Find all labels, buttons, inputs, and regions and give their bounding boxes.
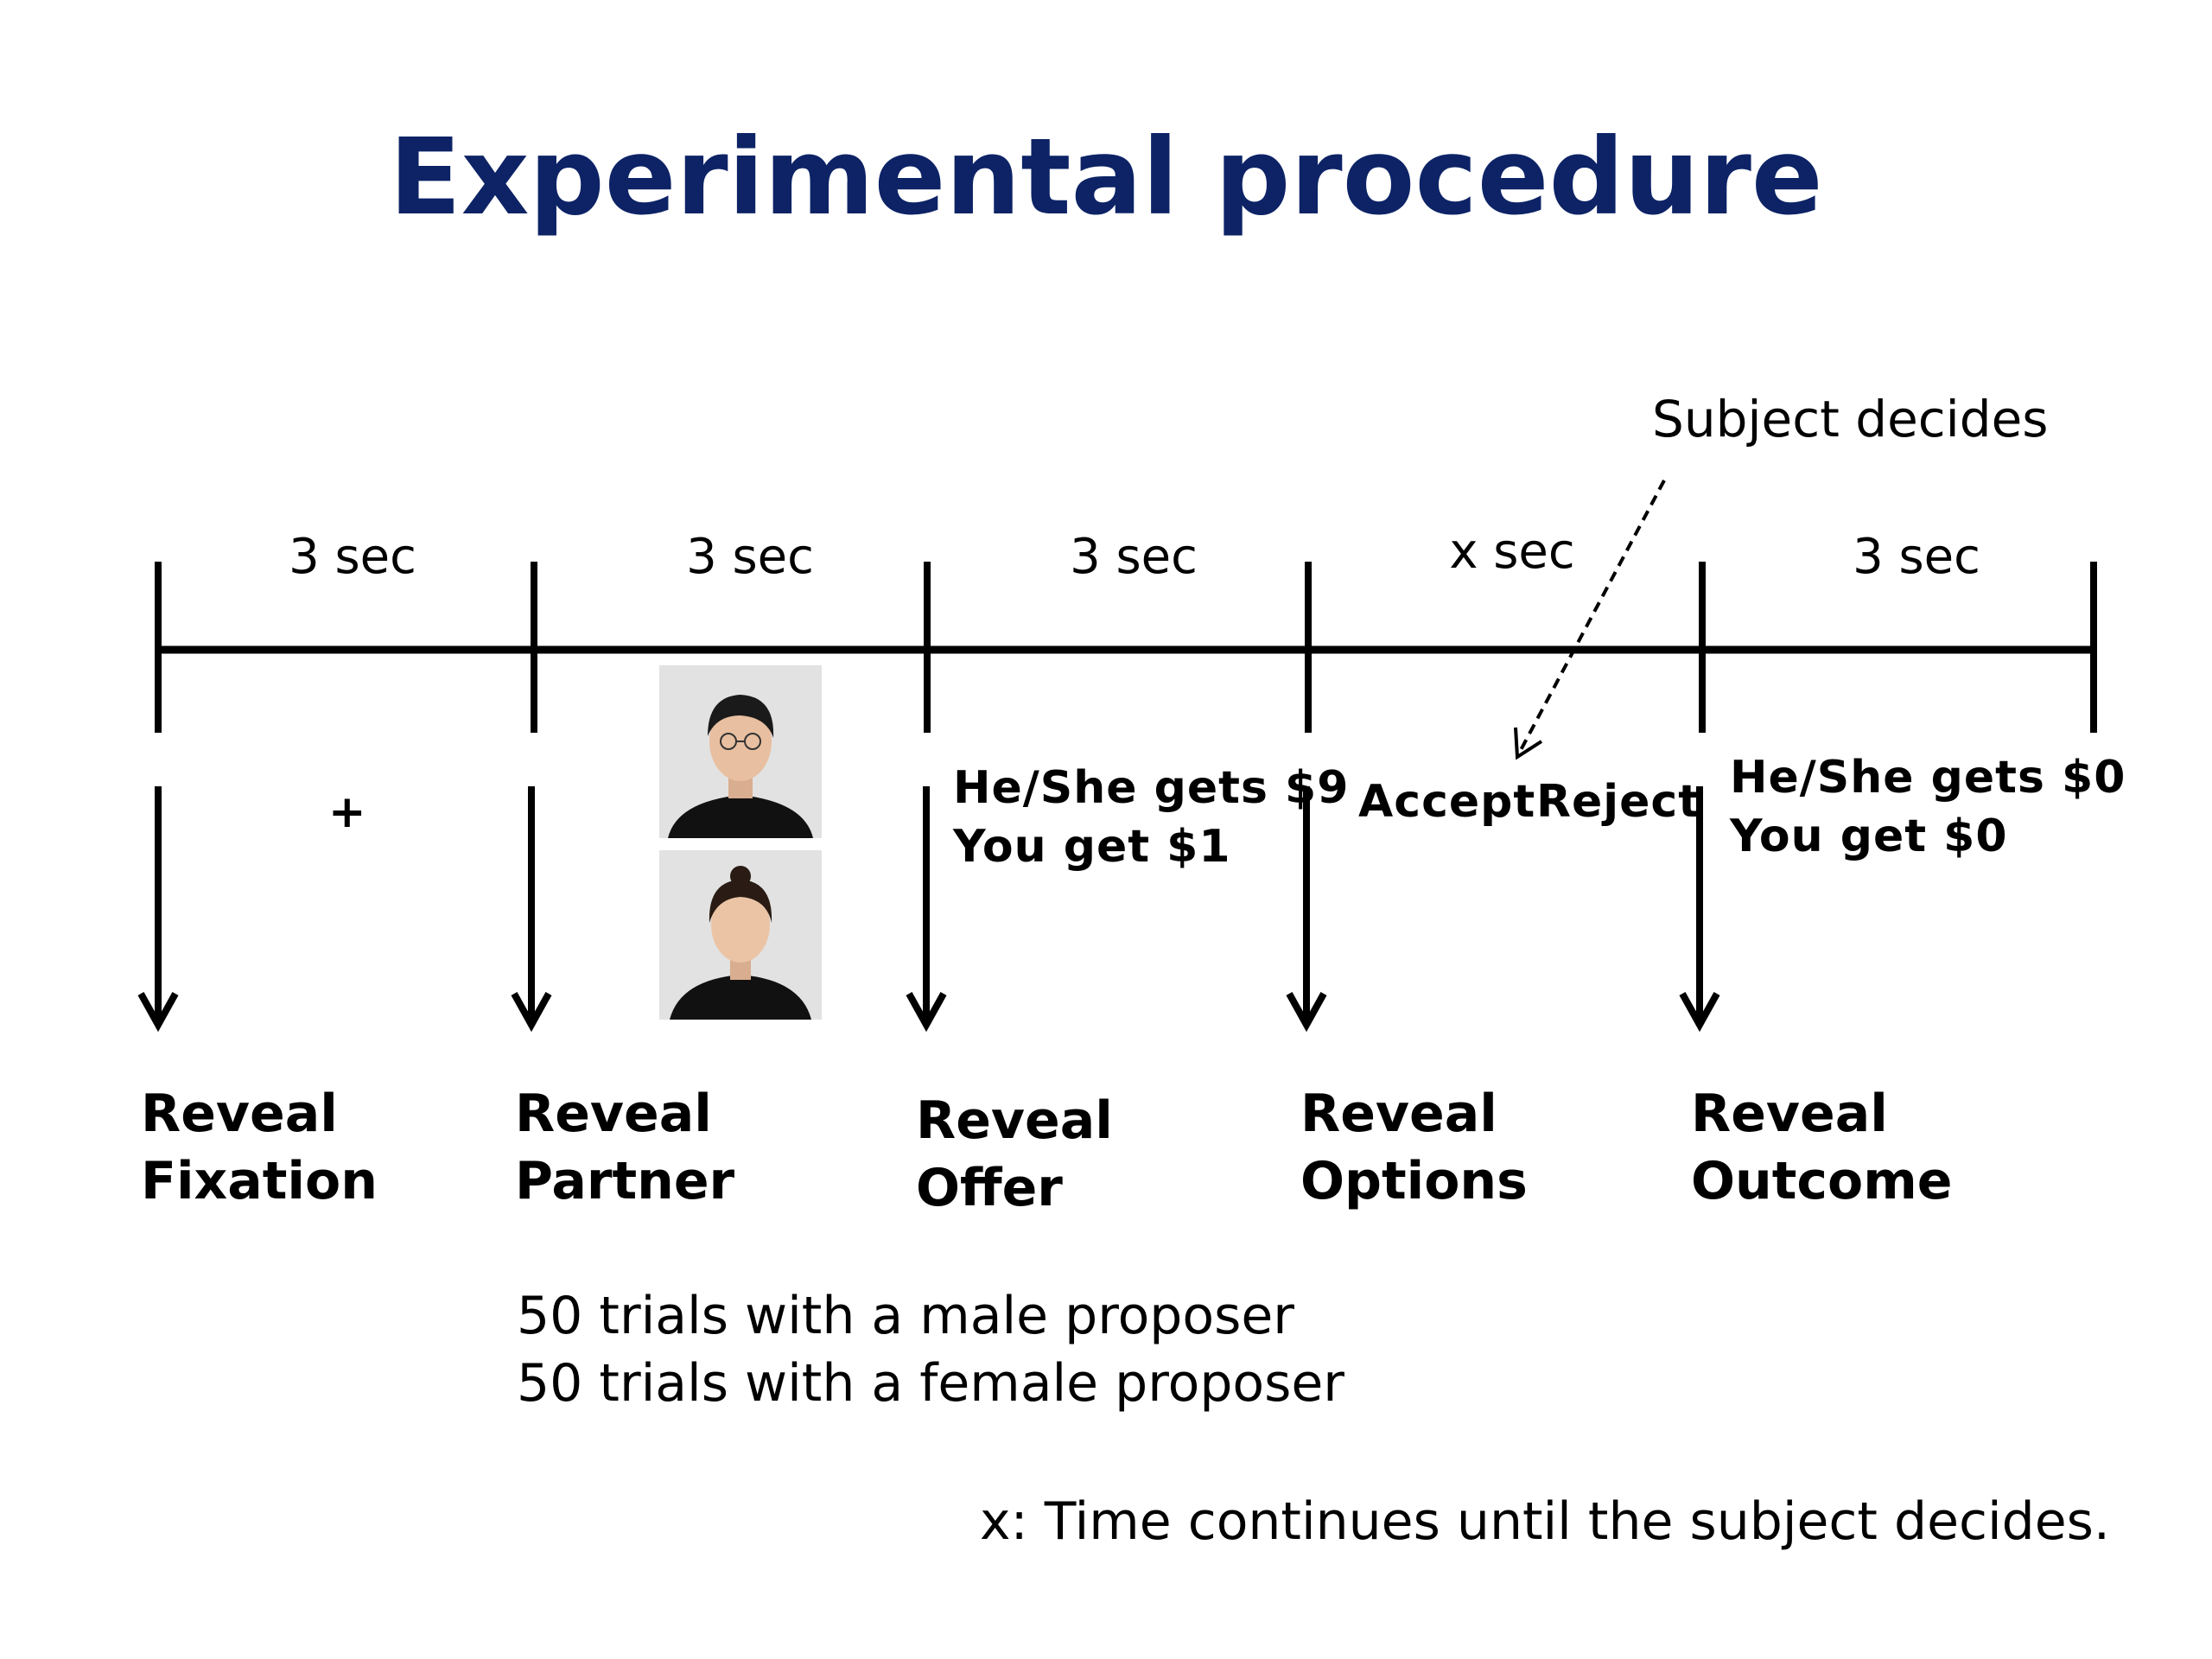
- event-label-line2: Options: [1300, 1151, 1528, 1211]
- event-arrow-head-2: [511, 992, 552, 1033]
- event-label-line2: Outcome: [1691, 1151, 1953, 1211]
- male-face-icon: [659, 665, 822, 838]
- decision-dashed-arrow: [1519, 480, 1666, 751]
- duration-label-1: 3 sec: [289, 529, 416, 585]
- offer-line-partner: He/She gets $9: [953, 762, 1350, 814]
- duration-label-5: 3 sec: [1853, 529, 1980, 585]
- event-arrow-head-4: [1286, 992, 1327, 1033]
- female-face-icon: [659, 850, 822, 1020]
- event-label-line1: Reveal: [515, 1084, 712, 1144]
- female-partner-photo: [659, 850, 822, 1020]
- accept-option: Accept: [1358, 776, 1536, 828]
- event-label-outcome: Reveal Outcome: [1691, 1080, 1952, 1215]
- trials-male: 50 trials with a male proposer: [517, 1286, 1294, 1346]
- event-label-offer: Reveal Offer: [916, 1087, 1113, 1222]
- outcome-line-you: You get $0: [1730, 810, 2008, 862]
- duration-label-4: x sec: [1449, 524, 1575, 580]
- trials-female: 50 trials with a female proposer: [517, 1353, 1344, 1414]
- reject-option: Reject: [1536, 776, 1701, 828]
- footnote: x: Time continues until the subject deci…: [980, 1491, 2110, 1552]
- event-label-line1: Reveal: [1691, 1084, 1888, 1144]
- event-arrow-head-5: [1679, 992, 1720, 1033]
- timeline-layer: [137, 480, 2097, 1033]
- subject-decides-label: Subject decides: [1652, 390, 2049, 448]
- event-label-line2: Partner: [515, 1151, 735, 1211]
- duration-label-2: 3 sec: [686, 529, 814, 585]
- decision-arrow-head: [1514, 727, 1543, 760]
- trials-note: 50 trials with a male proposer 50 trials…: [517, 1282, 1344, 1417]
- duration-label-3: 3 sec: [1070, 529, 1198, 585]
- event-label-fixation: Reveal Fixation: [141, 1080, 378, 1215]
- event-arrow-head-3: [906, 992, 947, 1033]
- event-label-line1: Reveal: [1300, 1084, 1497, 1144]
- event-label-line1: Reveal: [916, 1090, 1113, 1151]
- male-partner-photo: [659, 665, 822, 838]
- fixation-cross: +: [328, 786, 366, 838]
- event-arrow-head-1: [137, 992, 179, 1033]
- event-label-line1: Reveal: [141, 1084, 338, 1144]
- event-label-partner: Reveal Partner: [515, 1080, 734, 1215]
- event-label-options: Reveal Options: [1300, 1080, 1528, 1215]
- event-label-line2: Fixation: [141, 1151, 378, 1211]
- event-label-line2: Offer: [916, 1158, 1063, 1218]
- offer-line-you: You get $1: [953, 821, 1231, 873]
- page-title: Experimental procedure: [389, 116, 1823, 238]
- outcome-line-partner: He/She gets $0: [1730, 752, 2126, 804]
